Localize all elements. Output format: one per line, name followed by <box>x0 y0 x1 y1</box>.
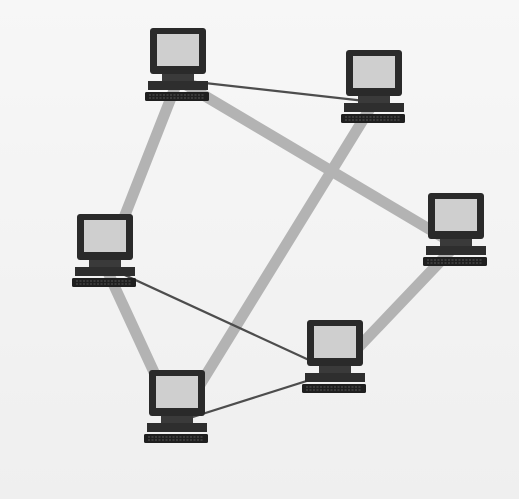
computer-icon <box>72 214 136 287</box>
cpu-unit <box>147 423 207 432</box>
network-link-n1-n3 <box>172 74 462 251</box>
cpu-unit <box>344 103 404 112</box>
keyboard <box>423 257 487 266</box>
computer-icon <box>144 370 208 443</box>
links-layer <box>99 74 462 428</box>
monitor-stand <box>358 96 390 103</box>
keyboard <box>341 114 405 123</box>
keyboard <box>302 384 366 393</box>
monitor-stand <box>89 260 121 267</box>
nodes-layer <box>72 28 487 443</box>
computer-icon <box>145 28 209 101</box>
monitor-screen <box>84 220 126 252</box>
monitor-screen <box>435 199 477 231</box>
cpu-unit <box>75 267 135 276</box>
monitor-screen <box>353 56 395 88</box>
monitor-stand <box>162 74 194 81</box>
keyboard <box>72 278 136 287</box>
cpu-unit <box>305 373 365 382</box>
monitor-screen <box>157 34 199 66</box>
keyboard <box>144 434 208 443</box>
cpu-unit <box>148 81 208 90</box>
cpu-unit <box>426 246 486 255</box>
network-link-n2-n5 <box>171 96 380 428</box>
network-link-n4-n6 <box>103 264 337 374</box>
network-link-n1-n2 <box>176 78 376 104</box>
keyboard <box>145 92 209 101</box>
monitor-screen <box>314 326 356 358</box>
computer-icon <box>341 50 405 123</box>
monitor-stand <box>319 366 351 373</box>
monitor-stand <box>440 239 472 246</box>
monitor-stand <box>161 416 193 423</box>
computer-icon <box>423 193 487 266</box>
monitor-screen <box>156 376 198 408</box>
computer-icon <box>302 320 366 393</box>
